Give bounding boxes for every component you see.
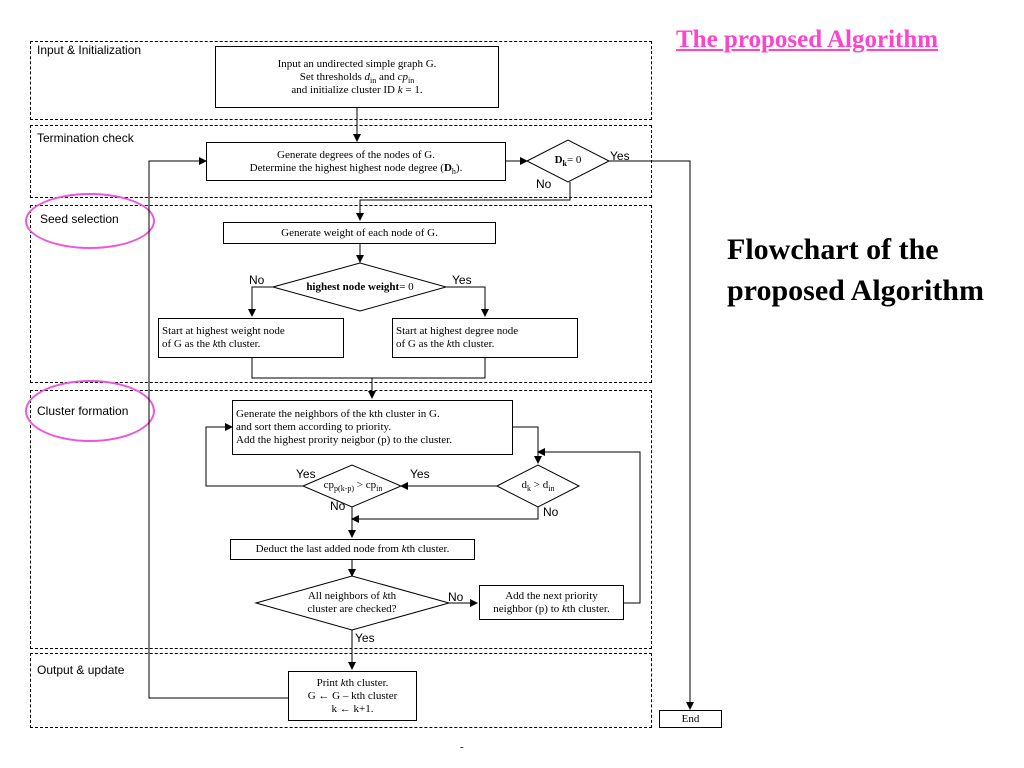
start-weight-line1: Start at highest weight node: [162, 325, 285, 337]
next-priority-box: Add the next priority neighbor (p) to kt…: [479, 585, 624, 620]
all-checked-label: All neighbors of kth cluster are checked…: [307, 590, 397, 615]
all-checked-decision-diamond: [254, 575, 451, 631]
edge-label-all-no: No: [448, 590, 464, 604]
generate-degrees-box: Generate degrees of the nodes of G. Dete…: [206, 142, 506, 181]
print-line1: Print kth cluster.: [316, 676, 389, 689]
input-line1: Input an undirected simple graph G.: [277, 57, 437, 70]
print-line2: G ← G – kth cluster: [307, 689, 398, 702]
input-line3: and initialize cluster ID k = 1.: [291, 83, 423, 96]
page-title: The proposed Algorithm: [676, 26, 939, 53]
start-degree-box: Start at highest degree node of G as the…: [392, 318, 578, 358]
section-label-output: Output & update: [37, 663, 125, 677]
degrees-line1: Generate degrees of the nodes of G.: [277, 148, 435, 161]
edge-label-all-yes: Yes: [355, 631, 375, 645]
dk-decision-diamond: [525, 139, 611, 183]
section-cluster: [30, 390, 652, 649]
deduct-text: Deduct the last added node from kth clus…: [255, 543, 450, 555]
din-decision-diamond: [495, 464, 581, 508]
generate-neighbors-box: Generate the neighbors of the kth cluste…: [232, 400, 513, 455]
neighbors-line3: Add the highest prority neigbor (p) to t…: [236, 434, 452, 446]
edge-label-weight-no: No: [249, 273, 265, 287]
edge-label-cp-yes: Yes: [296, 467, 316, 481]
section-label-termination: Termination check: [37, 131, 134, 145]
cp-decision-diamond: [301, 464, 403, 508]
seed-highlight-oval: [25, 193, 155, 249]
print-line3: k ← k+1.: [331, 702, 374, 715]
dk-decision-label: Dk= 0: [554, 154, 582, 169]
degrees-line2: Determine the highest highest node degre…: [249, 161, 463, 176]
start-weight-line2: of G as the kth cluster.: [162, 338, 261, 350]
deduct-node-box: Deduct the last added node from kth clus…: [230, 539, 475, 560]
section-seed: [30, 205, 652, 383]
generate-weight-box: Generate weight of each node of G.: [223, 222, 496, 244]
flowchart-caption: Flowchart of the proposed Algorithm: [727, 233, 984, 307]
cp-decision-label: cpp(k-p) > cpin: [323, 479, 383, 494]
section-label-input: Input & Initialization: [37, 43, 142, 57]
end-text: End: [681, 712, 700, 725]
next-priority-line1: Add the next priority: [505, 589, 598, 602]
start-weight-box: Start at highest weight node of G as the…: [158, 318, 344, 358]
edge-label-weight-yes: Yes: [452, 273, 472, 287]
section-input: [30, 41, 652, 120]
next-priority-line2: neighbor (p) to kth cluster.: [493, 602, 610, 615]
footer-mark: -: [460, 741, 464, 753]
input-graph-box: Input an undirected simple graph G. Set …: [215, 46, 499, 108]
edge-label-dk-no: No: [536, 177, 552, 191]
input-line2: Set thresholds din and cpin: [299, 70, 415, 85]
section-output: [30, 653, 652, 728]
neighbors-line2: and sort them according to priority.: [236, 421, 392, 433]
edge-label-din-no: No: [543, 505, 559, 519]
weight-decision-diamond: [271, 262, 448, 312]
edge-label-din-yes: Yes: [410, 467, 430, 481]
edge-label-dk-yes: Yes: [610, 149, 630, 163]
end-box: End: [659, 710, 722, 728]
din-decision-label: dk > din: [521, 479, 555, 494]
start-degree-line1: Start at highest degree node: [396, 325, 519, 337]
edge-label-cp-no: No: [330, 499, 346, 513]
weight-decision-label: highest node weight= 0: [306, 281, 414, 293]
start-degree-line2: of G as the kth cluster.: [396, 338, 495, 350]
neighbors-line1: Generate the neighbors of the kth cluste…: [236, 408, 440, 420]
weights-text: Generate weight of each node of G.: [281, 226, 438, 239]
print-cluster-box: Print kth cluster. G ← G – kth cluster k…: [288, 671, 417, 721]
cluster-highlight-oval: [25, 380, 155, 442]
